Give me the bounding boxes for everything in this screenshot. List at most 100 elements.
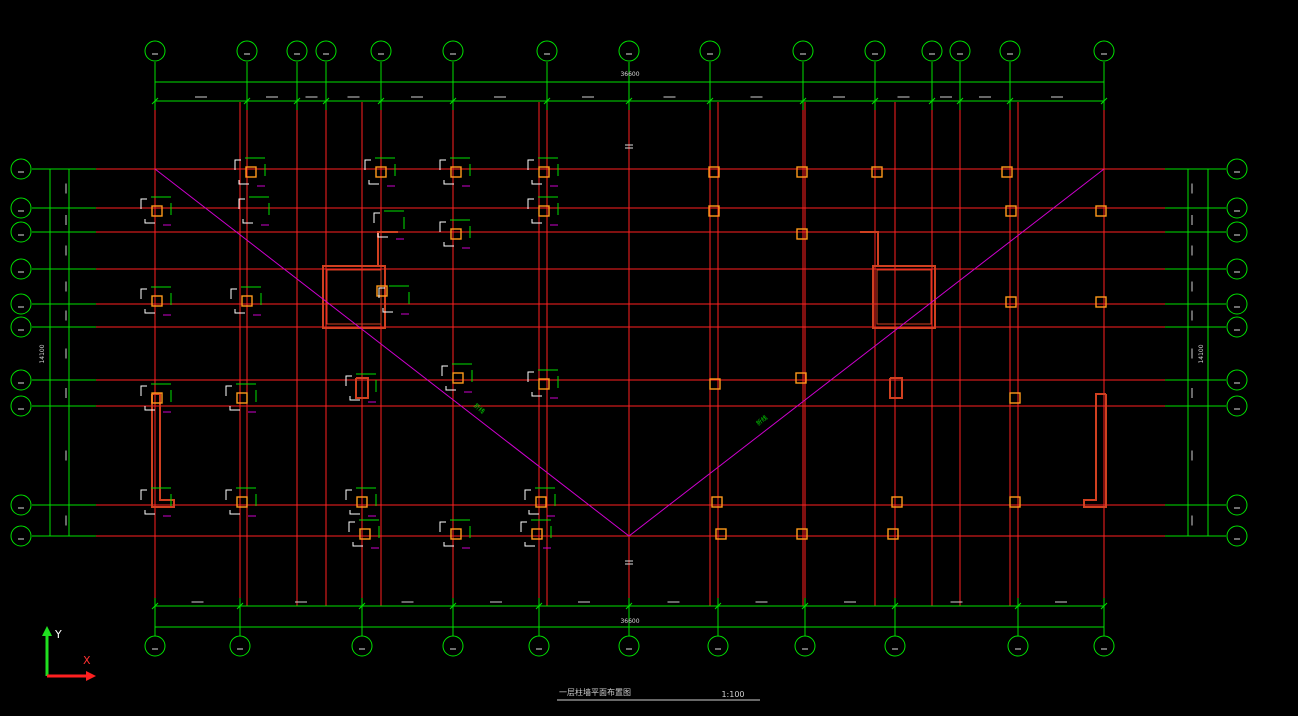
dim-top-overall: 36600: [620, 71, 639, 78]
columns: [151, 166, 1107, 540]
column-detail: [140, 383, 172, 413]
axis-bubble: [236, 40, 258, 62]
drawing-title: 一层柱墙平面布置图: [559, 687, 631, 697]
dim-tick: [871, 97, 879, 105]
column: [151, 205, 163, 217]
column-detail: [520, 519, 552, 549]
column: [538, 166, 550, 178]
fold-lines: [154, 144, 1105, 565]
dim-tick: [322, 97, 330, 105]
column-detail: [439, 219, 471, 249]
dim-tick: [377, 97, 385, 105]
axis-bubble: [351, 635, 373, 657]
dim-left-overall: 14100: [39, 344, 46, 363]
axis-bubble: [1007, 635, 1029, 657]
wall-segment: [1083, 393, 1107, 508]
column-detail: [378, 285, 410, 315]
axis-bubble: [536, 40, 558, 62]
axis-bubble: [1226, 316, 1248, 338]
column-detail: [238, 196, 270, 226]
axis-bubble: [1226, 258, 1248, 280]
column-detail: [439, 519, 471, 549]
dim-tick: [236, 602, 244, 610]
axis-bubble: [921, 40, 943, 62]
column: [375, 166, 387, 178]
dim-tick: [151, 602, 159, 610]
axis-bubble: [1093, 635, 1115, 657]
axis-bubble: [1226, 494, 1248, 516]
column: [796, 228, 808, 240]
wall-segment: [151, 393, 175, 508]
column-detail: [524, 487, 556, 517]
wall-segment: [377, 231, 398, 266]
dim-tick: [1100, 602, 1108, 610]
column: [1095, 296, 1107, 308]
column: [151, 295, 163, 307]
dim-bottom-overall: 36600: [620, 618, 639, 625]
column-detail: [345, 373, 377, 403]
column-detail: [527, 196, 559, 226]
axis-bubble: [10, 258, 32, 280]
axis-bubble: [315, 40, 337, 62]
axis-bubble: [144, 40, 166, 62]
column: [796, 528, 808, 540]
drawing-title-block: 一层柱墙平面布置图 1:100: [557, 687, 760, 701]
axis-bubble: [10, 158, 32, 180]
axis-bubble: [999, 40, 1021, 62]
column: [1005, 296, 1017, 308]
column-detail: [348, 519, 380, 549]
column: [871, 166, 883, 178]
column: [1001, 166, 1013, 178]
dim-tick: [714, 602, 722, 610]
column-detail: [439, 157, 471, 187]
axis-bubble: [286, 40, 308, 62]
column-detail: [345, 487, 377, 517]
stair-core-left-inner: [326, 269, 382, 325]
axis-bubble: [10, 494, 32, 516]
ucs-icon: Y X: [42, 626, 96, 681]
column: [796, 166, 808, 178]
column-detail: [527, 369, 559, 399]
column: [711, 496, 723, 508]
axis-bubble: [10, 197, 32, 219]
axis-bubble: [10, 369, 32, 391]
axis-grid: [96, 102, 1165, 606]
column: [708, 205, 720, 217]
dim-tick: [535, 602, 543, 610]
axis-bubble: [10, 525, 32, 547]
dim-tick: [801, 602, 809, 610]
axis-bubble: [1093, 40, 1115, 62]
axis-bubble: [10, 221, 32, 243]
column: [450, 528, 462, 540]
column: [450, 228, 462, 240]
column: [531, 528, 543, 540]
column: [538, 378, 550, 390]
stair-core-right-inner: [876, 269, 932, 325]
dim-right-overall: 14100: [1198, 344, 1205, 363]
axis-bubble: [699, 40, 721, 62]
column-detail: [373, 210, 405, 240]
axis-bubble: [1226, 158, 1248, 180]
fold-line-label-right: 折线: [755, 414, 769, 428]
column-detail: [230, 286, 262, 316]
dim-tick: [293, 97, 301, 105]
stair-core-left: [322, 265, 386, 329]
drawing-scale: 1:100: [721, 690, 744, 699]
column-detail: [140, 487, 172, 517]
stair-core-right: [872, 265, 936, 329]
column: [715, 528, 727, 540]
column: [236, 496, 248, 508]
column-annotations: [140, 157, 559, 549]
column-detail: [364, 157, 396, 187]
axis-bubble: [884, 635, 906, 657]
dim-tick: [799, 97, 807, 105]
column-detail: [225, 383, 257, 413]
axis-bubble: [229, 635, 251, 657]
column-detail: [140, 286, 172, 316]
ucs-x-label: X: [83, 654, 91, 667]
column: [236, 392, 248, 404]
axis-bubble: [10, 316, 32, 338]
column-detail: [234, 157, 266, 187]
dim-tick: [625, 97, 633, 105]
